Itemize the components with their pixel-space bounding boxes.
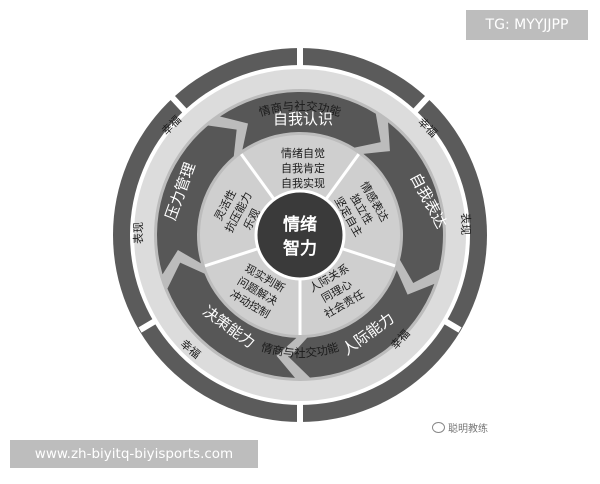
segment-arrows bbox=[157, 91, 443, 378]
sector-divider bbox=[324, 153, 360, 201]
sector-dividers bbox=[204, 153, 396, 335]
arrow-self-awareness bbox=[220, 91, 381, 150]
item-text: 自我肯定 bbox=[281, 161, 325, 175]
outer-ring-label-bottom: 情商与社交功能 bbox=[260, 340, 341, 360]
arrow-stress-management bbox=[157, 125, 237, 275]
items-self-awareness: 情绪自觉 自我肯定 自我实现 bbox=[281, 146, 325, 190]
center-line-1: 情绪 bbox=[283, 214, 317, 235]
watermark-text: 聪明教练 bbox=[448, 424, 488, 435]
segment-title-self-awareness: 自我认识 bbox=[273, 110, 333, 128]
center-circle bbox=[254, 189, 346, 281]
arrow-interpersonal bbox=[289, 270, 435, 378]
url-tag[interactable]: www.zh-biyitq-biyisports.com bbox=[10, 440, 258, 468]
item-text: 自我实现 bbox=[281, 176, 325, 190]
ring-label-biaoxian-left: 表现 bbox=[131, 222, 145, 244]
ring-label-biaoxian-right: 表现 bbox=[459, 213, 473, 235]
sector-divider bbox=[240, 153, 276, 201]
arrow-decision-making bbox=[167, 262, 297, 378]
sector-divider bbox=[204, 247, 259, 268]
outer-ring-label-top: 情商与社交功能 bbox=[257, 99, 343, 119]
wechat-icon bbox=[432, 422, 445, 433]
sector-divider bbox=[341, 247, 396, 268]
tg-tag: TG: MYYJJPP bbox=[466, 10, 588, 40]
center-line-2: 智力 bbox=[283, 238, 317, 259]
watermark: 聪明教练 bbox=[432, 420, 488, 435]
item-text: 情绪自觉 bbox=[281, 146, 325, 160]
arrow-self-expression bbox=[363, 122, 443, 284]
